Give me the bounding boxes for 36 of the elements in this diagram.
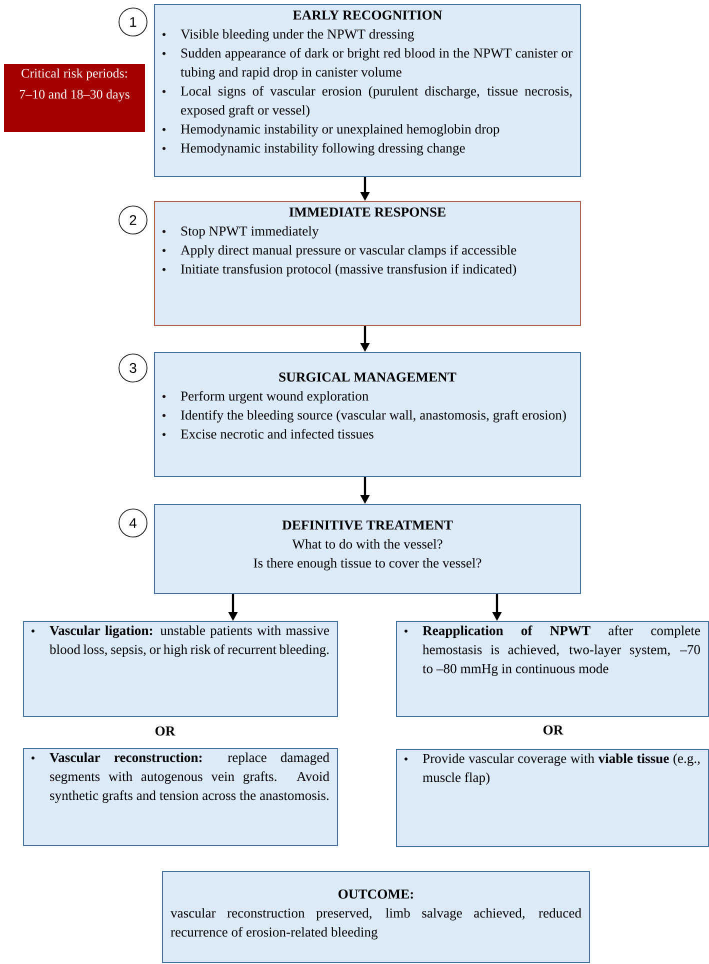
bullet-item: Identify the bleeding source (vascular wall, anastomosis, graft erosion) (162, 410, 566, 422)
process-box (154, 4, 581, 177)
bullet-item: Vascular ligation: unstable patients with massive blood loss, sepsis, or high risk of recurrent bleeding. (32, 626, 330, 657)
heading: OUTCOME: (338, 890, 413, 899)
outcome-box (162, 871, 590, 963)
option-box (23, 748, 338, 846)
process-box (154, 201, 581, 326)
process-box (154, 352, 581, 477)
risk-period-box (4, 64, 145, 132)
bullet-item: Apply direct manual pressure or vascular clamps if accessible (162, 244, 516, 258)
bullet-item: Sudden appearance of dark or bright red blood in the NPWT canister or tubing and rapid drop in canister volume (162, 48, 572, 80)
bullet-item: Hemodynamic instability or unexplained hemoglobin drop (162, 124, 500, 136)
bullet-item: Visible bleeding under the NPWT dressing (162, 29, 414, 42)
option-box (396, 749, 709, 847)
bullet-item: Perform urgent wound exploration (162, 390, 368, 404)
bullet-item: Hemodynamic instability following dressing change (162, 142, 465, 156)
heading: SURGICAL MANAGEMENT (279, 372, 456, 382)
process-box (154, 504, 581, 594)
heading: IMMEDIATE RESPONSE (289, 208, 446, 217)
or-label: OR (543, 725, 564, 735)
outcome-text: vascular reconstruction preserved, limb salvage achieved, reduced recurrence of erosion-related bleeding (170, 908, 582, 940)
or-label: OR (155, 726, 176, 736)
bullet-item: Excise necrotic and infected tissues (162, 428, 374, 439)
question: Is there enough tissue to cover the vessel? (254, 558, 482, 570)
risk-note: Critical risk periods: 7–10 and 18–30 days (20, 68, 130, 102)
option-box (396, 621, 709, 717)
bullet-item: Vascular reconstruction: replace damaged segments with autogenous vein grafts. Avoid synthetic grafts and tension across the anastomosis. (32, 752, 330, 803)
bullet-item: Initiate transfusion protocol (massive transfusion if indicated) (162, 264, 516, 276)
heading: DEFINITIVE TREATMENT (282, 520, 453, 530)
bullet-item: Reapplication of NPWT after complete hemostasis is achieved, two-layer system, –70 to –80 mmHg in continuous mode (404, 626, 700, 676)
bullet-item: Local signs of vascular erosion (purulent discharge, tissue necrosis, exposed graft or vessel) (162, 86, 572, 118)
option-box (23, 621, 338, 717)
question: What to do with the vessel? (292, 539, 442, 549)
bullet-item: Provide vascular coverage with viable tissue (e.g., muscle flap) (404, 754, 700, 785)
heading: EARLY RECOGNITION (292, 10, 442, 20)
bullet-item: Stop NPWT immediately (162, 226, 319, 238)
